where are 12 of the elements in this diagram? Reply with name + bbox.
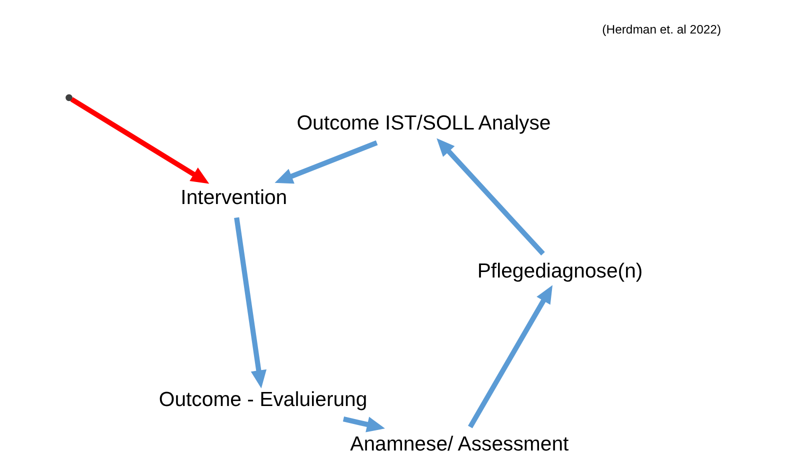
arrow xyxy=(436,138,545,256)
arrow xyxy=(342,416,385,432)
arrow xyxy=(70,97,210,184)
arrow xyxy=(468,285,553,428)
node-text: Pflegediagnose(n) xyxy=(477,260,643,282)
arrow xyxy=(234,217,267,388)
node-text: Outcome - Evaluierung xyxy=(158,388,368,411)
node-text: Anamnese/ Assessment xyxy=(350,434,569,456)
arrow xyxy=(274,140,378,184)
node-text: Intervention xyxy=(180,187,288,210)
node-text: Outcome IST/SOLL Analyse xyxy=(296,112,551,134)
label: (Herdman et. al 2022) xyxy=(602,22,722,37)
